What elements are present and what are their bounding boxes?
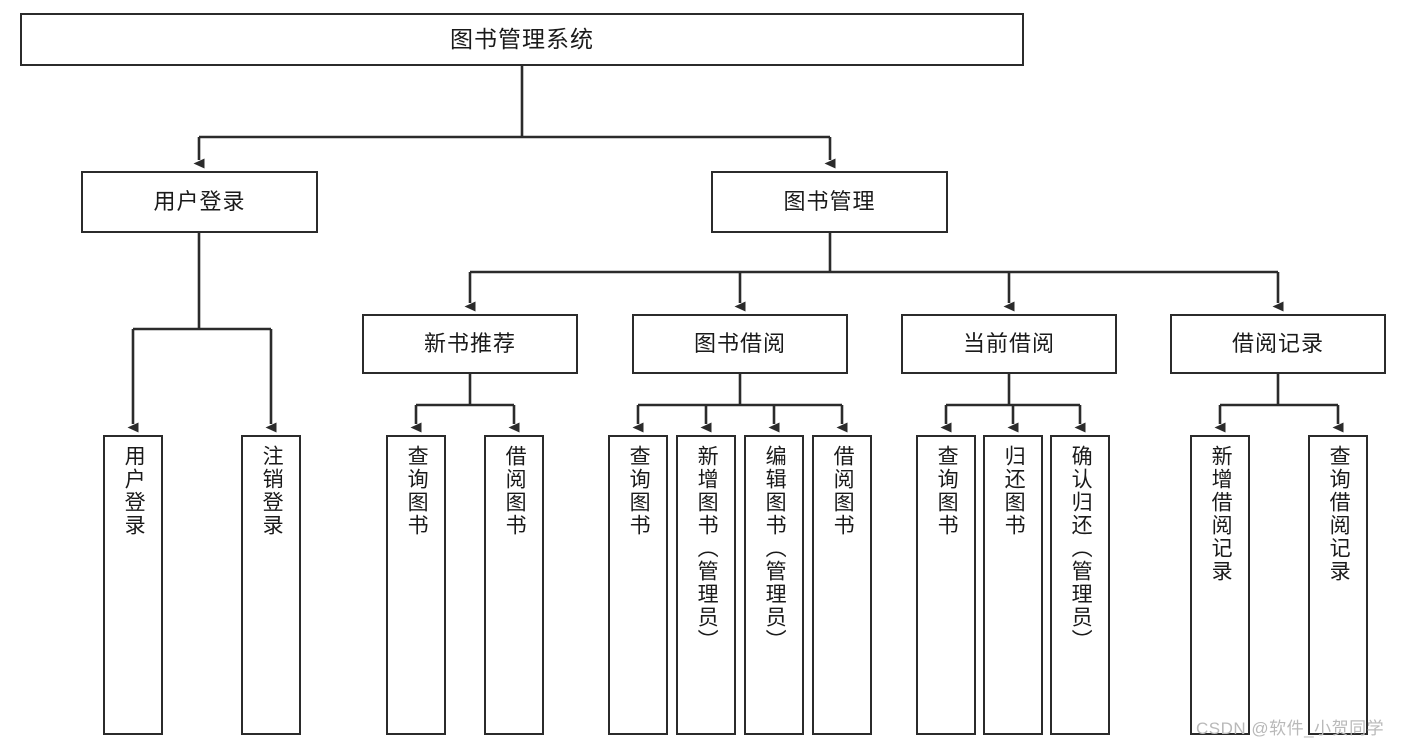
node-leaf-user-login[interactable]: 用户登录 xyxy=(103,435,163,735)
leaf-label: 用户登录 xyxy=(122,445,146,537)
node-leaf-borrow-lend-book[interactable]: 借阅图书 xyxy=(812,435,872,735)
leaf-label: 新增图书（管理员） xyxy=(695,445,719,652)
leaf-label: 查询借阅记录 xyxy=(1327,445,1351,583)
leaf-label: 查询图书 xyxy=(627,445,651,537)
node-new-book-recommend[interactable]: 新书推荐 xyxy=(362,314,578,374)
node-leaf-record-query[interactable]: 查询借阅记录 xyxy=(1308,435,1368,735)
node-leaf-user-logout[interactable]: 注销登录 xyxy=(241,435,301,735)
node-user-login[interactable]: 用户登录 xyxy=(81,171,318,233)
node-leaf-borrow-edit-book[interactable]: 编辑图书（管理员） xyxy=(744,435,804,735)
node-book-manage[interactable]: 图书管理 xyxy=(711,171,948,233)
leaf-label: 新增借阅记录 xyxy=(1209,445,1233,583)
node-current-borrow[interactable]: 当前借阅 xyxy=(901,314,1117,374)
node-leaf-current-return-book[interactable]: 归还图书 xyxy=(983,435,1043,735)
node-root[interactable]: 图书管理系统 xyxy=(20,13,1024,66)
node-leaf-borrow-add-book[interactable]: 新增图书（管理员） xyxy=(676,435,736,735)
node-leaf-recommend-borrow-book[interactable]: 借阅图书 xyxy=(484,435,544,735)
leaf-label: 查询图书 xyxy=(935,445,959,537)
leaf-label: 编辑图书（管理员） xyxy=(763,445,787,652)
leaf-label: 借阅图书 xyxy=(503,445,527,537)
leaf-label: 归还图书 xyxy=(1002,445,1026,537)
leaf-label: 确认归还（管理员） xyxy=(1069,445,1093,652)
node-book-borrow[interactable]: 图书借阅 xyxy=(632,314,848,374)
node-leaf-current-query-book[interactable]: 查询图书 xyxy=(916,435,976,735)
leaf-label: 查询图书 xyxy=(405,445,429,537)
leaf-label: 注销登录 xyxy=(260,445,284,537)
node-leaf-recommend-query-book[interactable]: 查询图书 xyxy=(386,435,446,735)
node-leaf-record-add[interactable]: 新增借阅记录 xyxy=(1190,435,1250,735)
node-leaf-borrow-query-book[interactable]: 查询图书 xyxy=(608,435,668,735)
csdn-watermark: CSDN @软件_小贺同学 xyxy=(1196,719,1385,738)
node-borrow-record[interactable]: 借阅记录 xyxy=(1170,314,1386,374)
node-leaf-current-confirm-return[interactable]: 确认归还（管理员） xyxy=(1050,435,1110,735)
leaf-label: 借阅图书 xyxy=(831,445,855,537)
